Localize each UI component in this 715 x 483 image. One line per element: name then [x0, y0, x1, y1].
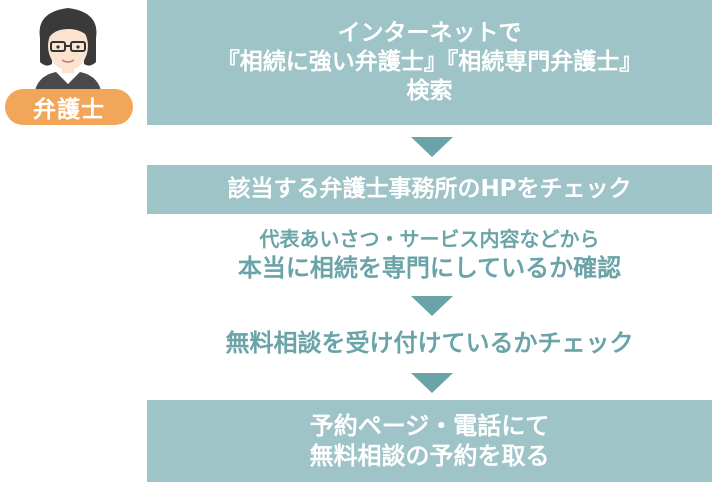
step-confirm-specialty-line-1: 代表あいさつ・サービス内容などから: [259, 227, 600, 251]
arrow-down-icon: [411, 296, 453, 316]
step-check-hp-box: 該当する弁護士事務所のHPをチェック: [147, 165, 712, 214]
step-confirm-specialty: 代表あいさつ・サービス内容などから 本当に相続を専門にしているか確認: [147, 226, 712, 284]
arrow-down-icon: [411, 137, 453, 157]
step-free-consultation-text: 無料相談を受け付けているかチェック: [225, 329, 634, 357]
step-book-line-1: 予約ページ・電話にて: [309, 412, 550, 440]
step-book-line-2: 無料相談の予約を取る: [309, 442, 550, 470]
step-search-line-1: インターネットで: [337, 20, 522, 47]
step-free-consultation-check: 無料相談を受け付けているかチェック: [147, 326, 712, 360]
lawyer-badge: 弁護士: [5, 89, 133, 125]
step-check-hp-text: 該当する弁護士事務所のHPをチェック: [227, 176, 632, 203]
step-search-line-3: 検索: [406, 77, 453, 104]
step-confirm-specialty-line-2: 本当に相続を専門にしているか確認: [237, 254, 622, 282]
lawyer-avatar-icon: [34, 8, 102, 96]
arrow-down-icon: [411, 373, 453, 393]
step-book-consultation-box: 予約ページ・電話にて 無料相談の予約を取る: [147, 400, 712, 482]
step-search-box: インターネットで 『相続に強い弁護士』『相続専門弁護士』 検索: [147, 0, 712, 125]
step-search-line-2: 『相続に強い弁護士』『相続専門弁護士』: [216, 49, 643, 76]
